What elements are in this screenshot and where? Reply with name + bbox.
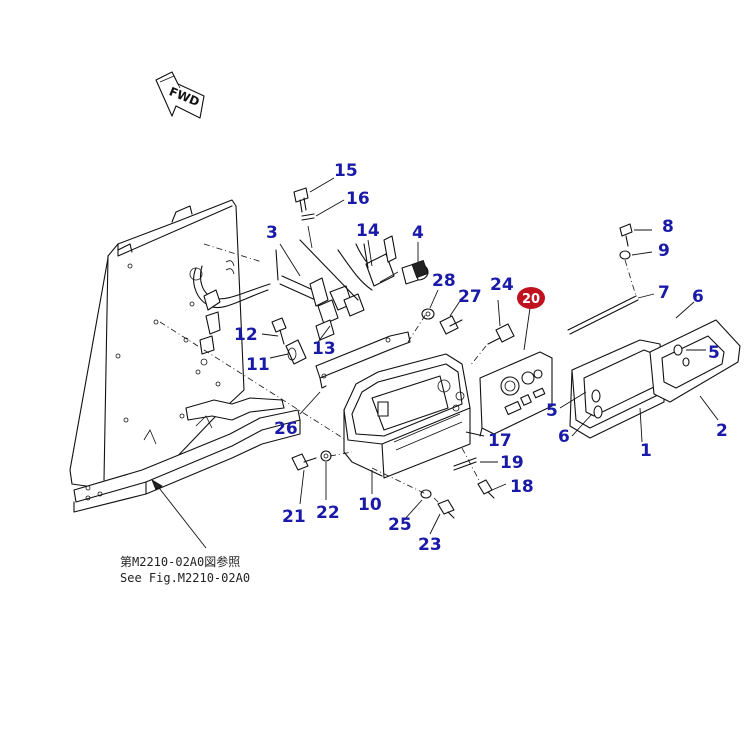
label-16: 16 <box>346 189 370 209</box>
part-23-bolt <box>437 499 455 519</box>
part-16-washer <box>301 213 315 249</box>
label-leader-lines <box>261 177 719 535</box>
label-18: 18 <box>510 477 534 497</box>
label-12: 12 <box>234 325 258 345</box>
label-27: 27 <box>458 287 482 307</box>
label-11: 11 <box>246 355 270 375</box>
part-12-screw <box>271 317 287 345</box>
label-13: 13 <box>312 339 336 359</box>
part-labels: 15 16 3 14 4 28 27 24 8 9 7 6 5 5 6 1 2 … <box>234 161 728 555</box>
label-8: 8 <box>662 217 674 237</box>
label-9: 9 <box>658 241 670 261</box>
mounting-bracket-strip <box>315 331 411 389</box>
part-20-gauge-panel <box>479 351 553 437</box>
label-25: 25 <box>388 515 412 535</box>
label-14: 14 <box>356 221 380 241</box>
part-27-bolt <box>439 315 463 335</box>
part-25-washer <box>420 489 432 499</box>
reference-note-jp: 第M2210-02A0図参照 <box>120 554 240 569</box>
label-6a: 6 <box>692 287 704 307</box>
fwd-direction-arrow: FWD <box>155 71 205 119</box>
reference-arrow <box>151 479 207 549</box>
label-3: 3 <box>266 223 278 243</box>
label-21: 21 <box>282 507 306 527</box>
label-17: 17 <box>488 431 512 451</box>
connector-cluster <box>299 235 397 341</box>
label-6b: 6 <box>558 427 570 447</box>
label-15: 15 <box>334 161 358 181</box>
label-22: 22 <box>316 503 340 523</box>
label-1: 1 <box>640 441 652 461</box>
reference-note: 第M2210-02A0図参照 See Fig.M2210-02A0 <box>120 554 250 585</box>
label-10: 10 <box>358 495 382 515</box>
label-2: 2 <box>716 421 728 441</box>
part-22-washer <box>320 450 332 462</box>
wire-harness <box>189 265 271 355</box>
part-2-bezel <box>649 319 741 403</box>
label-24: 24 <box>490 275 514 295</box>
label-23: 23 <box>418 535 442 555</box>
callout-20-badge <box>517 287 545 309</box>
label-7: 7 <box>658 283 670 303</box>
part-7-strip <box>567 295 639 335</box>
label-5a: 5 <box>708 343 720 363</box>
reference-note-en: See Fig.M2210-02A0 <box>120 571 250 585</box>
part-21-bolt <box>291 453 317 471</box>
label-4: 4 <box>412 223 424 243</box>
callout-20: 20 <box>517 287 545 309</box>
part-28-washer <box>421 308 435 320</box>
label-20: 20 <box>522 292 540 307</box>
part-19-pin <box>453 457 477 471</box>
part-9-washer <box>619 250 631 260</box>
label-19: 19 <box>500 453 524 473</box>
part-15-screw <box>293 187 309 213</box>
part-11-spacer <box>285 339 307 365</box>
part-24-bolt <box>487 323 515 345</box>
part-10-panel-housing <box>343 353 471 479</box>
part-1-cover <box>569 339 665 439</box>
assembly-center-lines <box>159 243 637 505</box>
part-18-bolt <box>477 479 495 499</box>
part-8-screw <box>619 223 633 247</box>
label-28: 28 <box>432 271 456 291</box>
label-26: 26 <box>274 419 298 439</box>
label-5b: 5 <box>546 401 558 421</box>
part-4-sensor <box>379 259 429 285</box>
